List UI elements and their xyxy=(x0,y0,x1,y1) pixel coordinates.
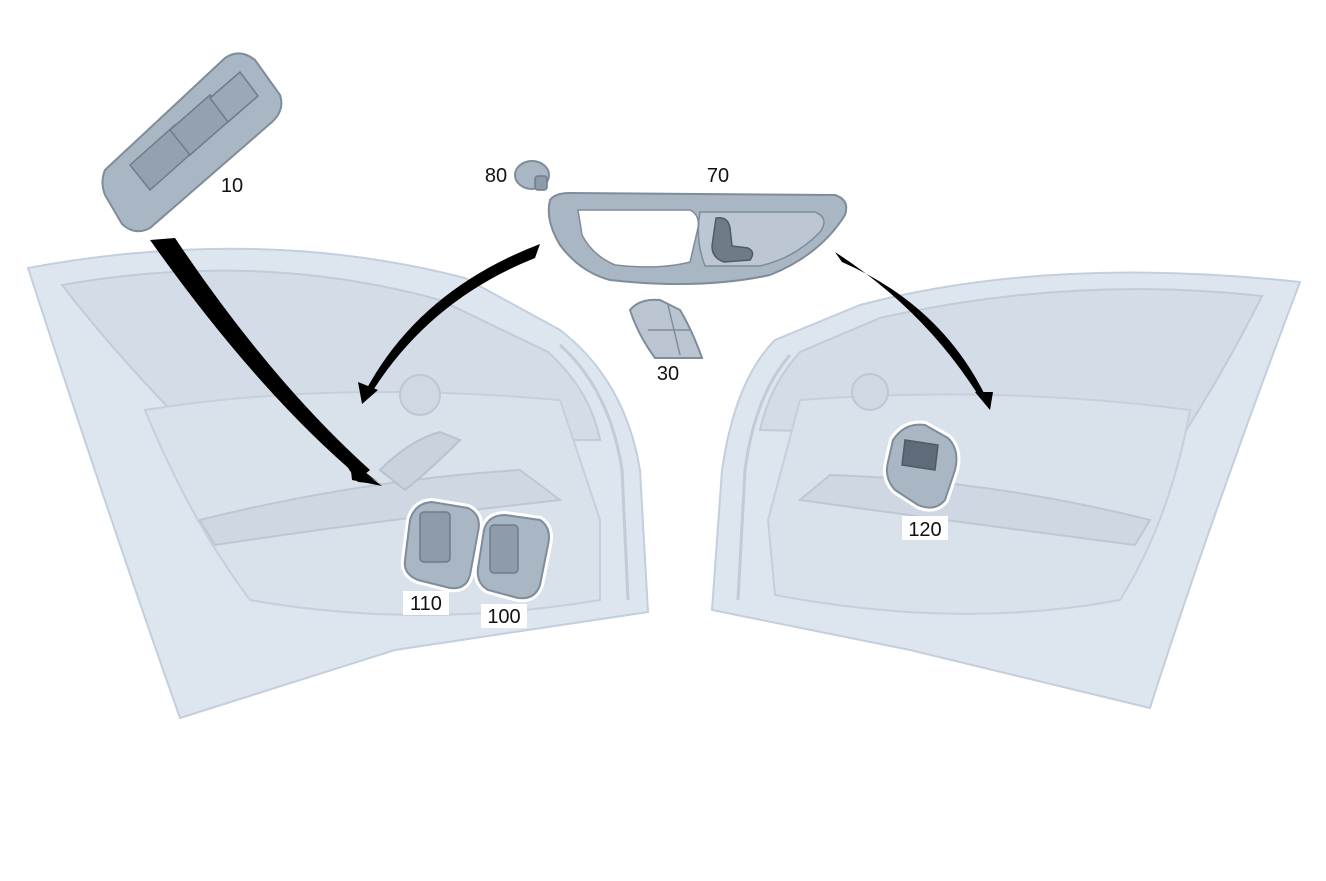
arrow-70-right-tip xyxy=(975,392,993,410)
label-30: 30 xyxy=(657,363,679,385)
part-30-body xyxy=(628,298,704,359)
part-70-handle-insert xyxy=(711,216,754,263)
part-120-window-switch xyxy=(882,420,961,512)
arrow-70-to-left-door xyxy=(358,244,540,404)
arrow-10-tip xyxy=(350,462,382,486)
label-70: 70 xyxy=(707,165,729,187)
left-door xyxy=(26,247,650,720)
label-100-text: 100 xyxy=(487,606,520,628)
right-door-armrest xyxy=(797,473,1152,547)
part-70-trim-bezel xyxy=(547,191,848,285)
part-10-switch-block xyxy=(101,52,283,233)
right-door-speaker xyxy=(851,373,889,411)
arrow-70-left-wedge xyxy=(366,244,540,392)
part-80-stem xyxy=(534,175,548,191)
label-110-bg xyxy=(403,591,449,615)
left-door-handle-recess xyxy=(378,430,462,492)
arrow-70-left-tip xyxy=(358,382,378,404)
label-120: 120 xyxy=(902,516,948,541)
label-80-text: 80 xyxy=(485,165,507,187)
arrow-10-wedge xyxy=(150,238,370,478)
label-120-bg xyxy=(902,516,948,540)
arrow-70-to-right-door xyxy=(835,252,993,410)
right-door-inner-edge xyxy=(736,354,792,601)
label-110: 110 xyxy=(403,591,449,615)
label-80: 80 xyxy=(485,165,507,187)
part-70-opening xyxy=(577,209,700,268)
label-100: 100 xyxy=(481,604,527,628)
part-110-window-switch xyxy=(400,497,483,593)
part-120-rocker xyxy=(901,439,939,471)
label-110-text: 110 xyxy=(410,593,442,615)
part-80-clip xyxy=(514,160,550,191)
part-110-rocker xyxy=(419,511,451,563)
left-door-speaker xyxy=(399,374,441,416)
left-door-inner-edge xyxy=(558,343,630,601)
label-30-text: 30 xyxy=(657,363,679,385)
label-10: 10 xyxy=(221,175,243,197)
part-100-window-switch xyxy=(473,510,553,603)
arrow-10-to-left-door xyxy=(150,238,382,486)
label-120-text: 120 xyxy=(908,519,941,541)
label-10-text: 10 xyxy=(221,175,243,197)
part-30-split xyxy=(648,304,690,356)
part-100-rocker xyxy=(489,524,519,574)
part-30-switch-cover xyxy=(628,298,704,359)
left-door-armrest xyxy=(198,468,563,547)
label-100-bg xyxy=(481,604,527,628)
right-door xyxy=(710,271,1302,710)
part-10-switch-3 xyxy=(208,70,260,124)
label-70-text: 70 xyxy=(707,165,729,187)
